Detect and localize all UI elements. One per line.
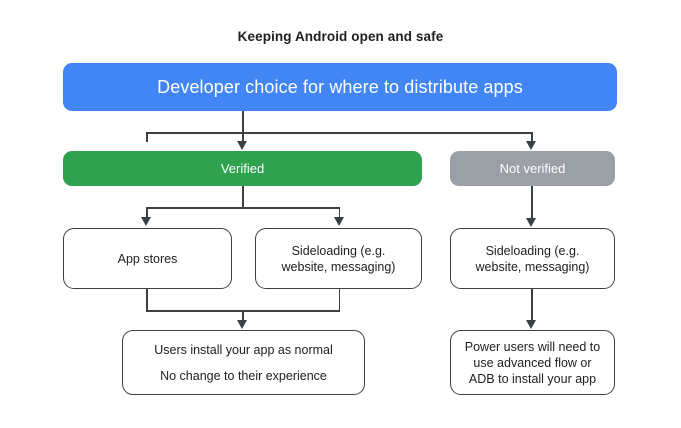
connector-to-app-stores — [146, 207, 148, 218]
node-power-users-line2: use advanced flow or — [473, 355, 592, 370]
arrowhead-to-app-stores — [141, 217, 152, 226]
node-not-verified-label: Not verified — [499, 161, 566, 176]
arrowhead-to-power-users — [526, 320, 537, 329]
node-app-stores-label: App stores — [117, 251, 178, 266]
arrowhead-to-sideload-unverified — [526, 218, 537, 227]
node-app-stores: App stores — [63, 228, 232, 289]
node-users-install-normal-line2: No change to their experience — [160, 368, 327, 383]
node-sideloading-verified-line1: Sideloading (e.g. — [291, 243, 386, 258]
node-power-users-line1: Power users will need to — [464, 339, 601, 354]
arrowhead-to-verified — [237, 141, 248, 150]
diagram-title: Keeping Android open and safe — [237, 29, 444, 44]
connector-app-stores-down — [146, 289, 148, 311]
node-users-install-normal: Users install your app as normal No chan… — [122, 330, 365, 395]
node-sideloading-unverified-line1: Sideloading (e.g. — [485, 243, 580, 258]
connector-right-vertical-to-not-verified — [531, 132, 533, 142]
node-sideloading-verified: Sideloading (e.g. website, messaging) — [255, 228, 422, 289]
node-not-verified: Not verified — [450, 151, 615, 186]
node-verified: Verified — [63, 151, 422, 186]
connector-sideload-unverified-down — [531, 289, 533, 321]
connector-to-sideload-verified — [338, 207, 341, 218]
connector-root-stem — [242, 111, 244, 133]
connector-merge-stem — [242, 310, 244, 321]
node-sideloading-verified-line2: website, messaging) — [281, 259, 396, 274]
node-sideloading-unverified-line2: website, messaging) — [475, 259, 590, 274]
connector-root-branch-bar — [146, 132, 532, 134]
connector-not-verified-to-sideload — [531, 186, 533, 219]
connector-sideload-verified-down — [338, 289, 341, 311]
arrowhead-to-sideload-verified — [334, 217, 344, 226]
node-power-users-line3: ADB to install your app — [468, 371, 597, 386]
node-developer-choice: Developer choice for where to distribute… — [63, 63, 617, 111]
node-power-users: Power users will need to use advanced fl… — [450, 330, 615, 395]
node-sideloading-unverified: Sideloading (e.g. website, messaging) — [450, 228, 615, 289]
node-developer-choice-label: Developer choice for where to distribute… — [157, 76, 523, 97]
connector-verified-drop — [242, 132, 244, 141]
connector-verified-stem — [242, 186, 244, 208]
node-verified-label: Verified — [220, 161, 265, 176]
arrowhead-to-not-verified — [526, 141, 537, 150]
connector-verified-branch-bar — [146, 207, 340, 209]
arrowhead-to-users-normal — [237, 320, 248, 329]
connector-left-vertical-to-verified — [146, 132, 148, 142]
node-users-install-normal-line1: Users install your app as normal — [154, 342, 333, 357]
